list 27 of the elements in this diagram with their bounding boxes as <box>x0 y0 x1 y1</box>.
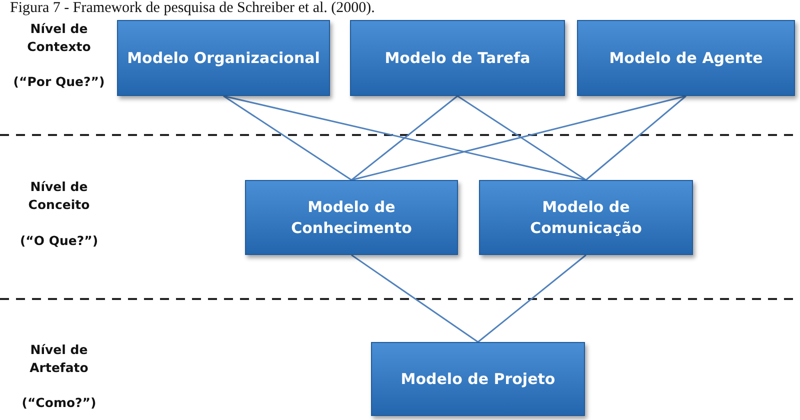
figure-caption: Figura 7 - Framework de pesquisa de Schreiber et al. (2000). <box>10 0 375 17</box>
model-label: Modelo de Projeto <box>400 368 556 390</box>
model-box <box>479 180 693 255</box>
model-label: Modelo de Comunicação <box>529 196 643 238</box>
connector-line <box>457 95 586 181</box>
connector-line <box>586 95 686 181</box>
model-box <box>350 20 565 96</box>
connector-line <box>351 95 686 181</box>
model-box <box>117 20 330 96</box>
connector-line <box>223 95 586 181</box>
model-label: Modelo Organizacional <box>126 48 321 68</box>
level-question: (“Como?”) <box>20 394 98 412</box>
connector-line <box>351 95 458 181</box>
level-question: (“O Que?”) <box>18 232 100 250</box>
model-label: Modelo de Conhecimento <box>290 196 413 238</box>
level-name: Nível de Artefato <box>28 341 90 378</box>
level-question: (“Por Que?”) <box>12 73 106 91</box>
connector-line <box>351 254 478 343</box>
model-box <box>245 180 458 255</box>
level-name: Nível de Contexto <box>26 20 92 56</box>
model-label: Modelo de Agente <box>608 48 764 68</box>
model-box <box>371 342 585 416</box>
level-name: Nível de Conceito <box>27 178 91 214</box>
connector-line <box>223 95 352 181</box>
model-box <box>577 20 795 96</box>
connector-line <box>478 254 586 343</box>
model-label: Modelo de Tarefa <box>384 48 532 68</box>
